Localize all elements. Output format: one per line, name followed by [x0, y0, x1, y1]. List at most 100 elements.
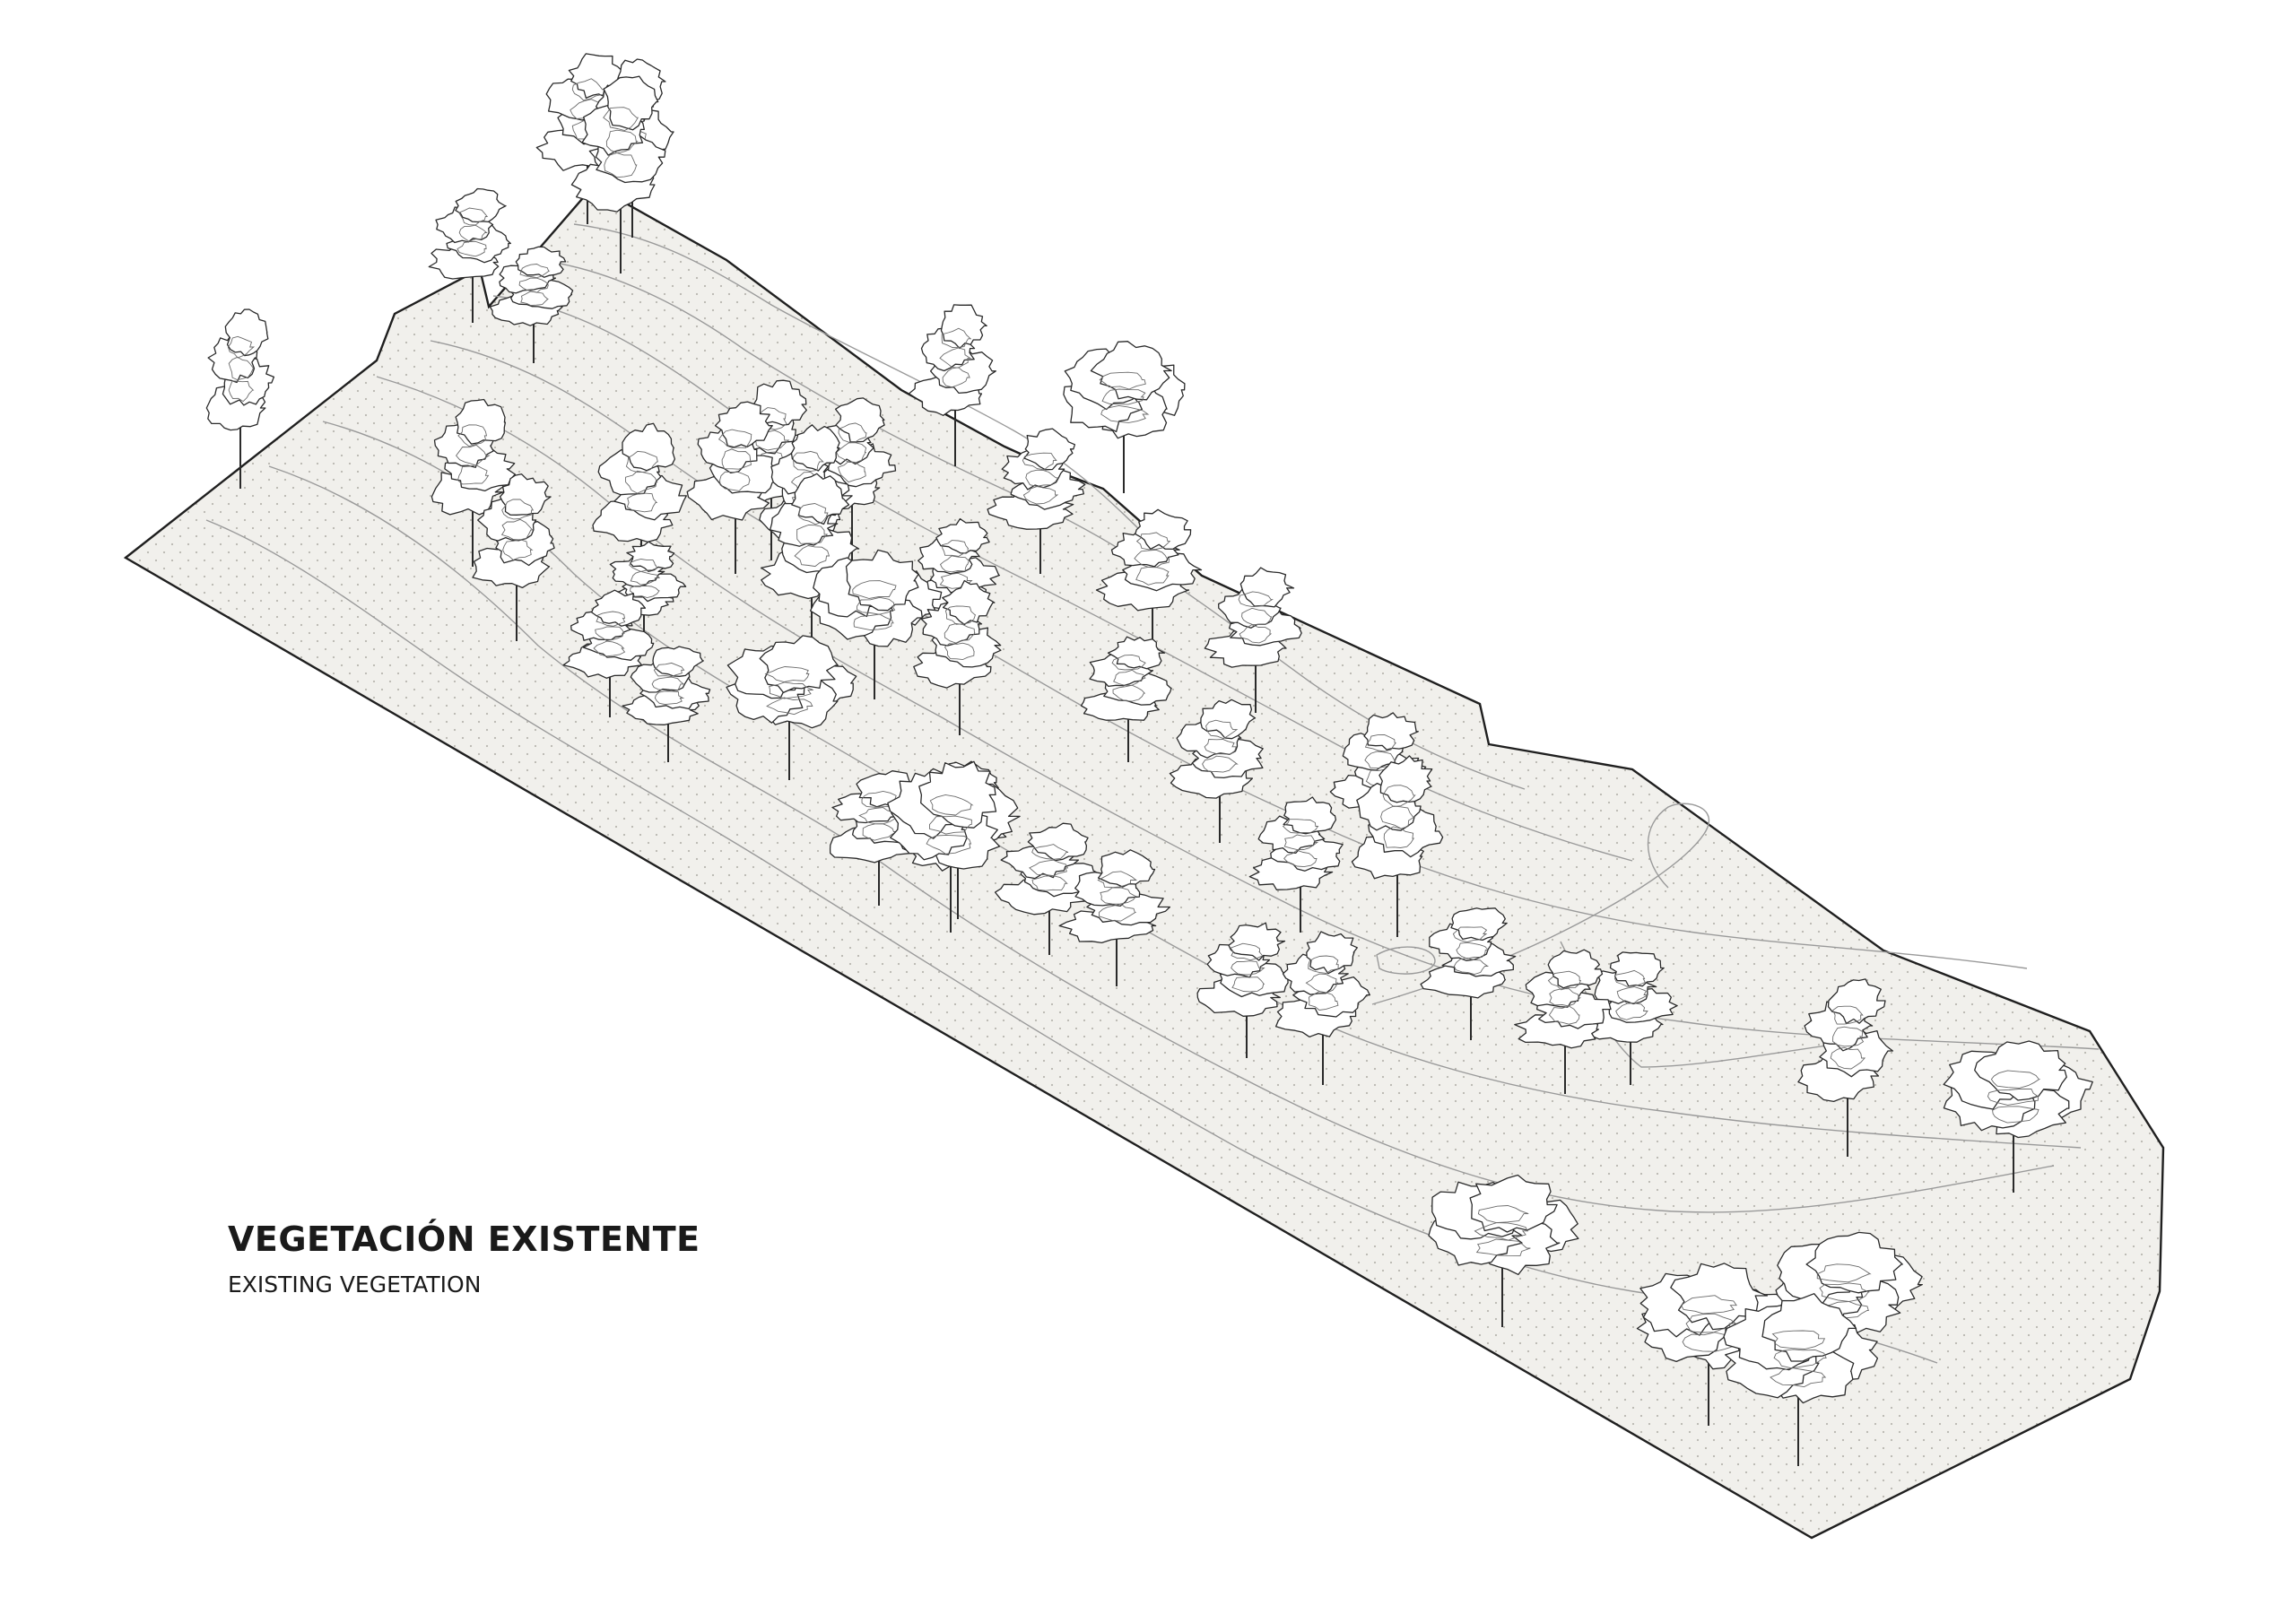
tree-leaf-detail — [1616, 986, 1648, 1004]
tree-leaf-detail — [766, 697, 813, 716]
slender-tree-icon — [1797, 978, 1894, 1157]
slender-tree-icon — [489, 246, 574, 363]
tree-canopy — [1761, 1293, 1857, 1362]
tree-leaf-detail — [1308, 955, 1339, 974]
tree-leaf-detail — [630, 585, 660, 598]
tree-leaf-detail — [929, 794, 974, 816]
tree-leaf-detail — [1097, 871, 1137, 889]
tree-leaf-detail — [1364, 734, 1397, 752]
title-block: VEGETACIÓN EXISTENTE EXISTING VEGETATION — [228, 1219, 700, 1298]
tree-leaf-detail — [942, 540, 970, 557]
tree-leaf-detail — [1231, 976, 1265, 993]
tree-leaf-detail — [458, 207, 489, 226]
tree-leaf-detail — [1308, 991, 1339, 1011]
tree-leaf-detail — [1113, 669, 1146, 686]
tree-leaf-detail — [629, 559, 658, 572]
slender-tree-icon — [1204, 567, 1302, 713]
tree-canopy — [1306, 931, 1358, 975]
tree-canopy — [714, 401, 773, 448]
tree-leaf-detail — [944, 622, 976, 644]
slender-tree-icon — [428, 187, 511, 323]
tree-leaf-detail — [227, 335, 256, 359]
tree-leaf-detail — [625, 470, 658, 494]
tree-leaf-detail — [798, 503, 829, 525]
tree-leaf-detail — [1816, 1263, 1872, 1283]
slender-tree-icon — [1196, 922, 1295, 1058]
tree-leaf-detail — [457, 424, 488, 447]
tree-leaf-detail — [861, 790, 899, 808]
tree-leaf-detail — [852, 580, 897, 599]
tree-canopy — [834, 397, 885, 443]
tree-leaf-detail — [1202, 755, 1239, 773]
tree-leaf-detail — [596, 611, 626, 627]
tree-leaf-detail — [1100, 887, 1137, 905]
tree-leaf-detail — [1380, 805, 1416, 829]
slender-tree-icon — [686, 401, 781, 574]
tree-leaf-detail — [1031, 844, 1069, 860]
slender-tree-icon — [622, 646, 711, 762]
tree-leaf-detail — [605, 129, 639, 154]
tree-leaf-detail — [838, 422, 867, 443]
tree-leaf-detail — [944, 642, 975, 661]
tree-leaf-detail — [1100, 404, 1150, 423]
slender-tree-icon — [1514, 949, 1612, 1094]
slender-tree-icon — [205, 308, 275, 489]
tree-canopy — [626, 541, 675, 572]
tree-leaf-detail — [1452, 926, 1488, 943]
tree-leaf-detail — [1992, 1106, 2039, 1124]
tree-canopy — [603, 75, 659, 131]
tree-canopy — [1107, 636, 1166, 670]
tree-leaf-detail — [457, 464, 490, 485]
tree-leaf-detail — [1685, 1313, 1737, 1333]
slender-tree-icon — [1248, 796, 1344, 933]
tree-leaf-detail — [1025, 469, 1059, 487]
tree-leaf-detail — [719, 471, 751, 491]
tree-leaf-detail — [501, 499, 535, 520]
tree-leaf-detail — [1239, 624, 1273, 644]
tree-leaf-detail — [764, 666, 810, 682]
tree-leaf-detail — [1987, 1088, 2039, 1106]
tree-canopy — [790, 424, 840, 472]
tree-leaf-detail — [1475, 1238, 1531, 1256]
tree-leaf-detail — [1134, 549, 1170, 568]
tree-leaf-detail — [1830, 1046, 1866, 1070]
slender-tree-icon — [908, 304, 996, 466]
tree-leaf-detail — [1477, 1205, 1529, 1224]
tree-leaf-detail — [926, 834, 972, 855]
slender-tree-icon — [472, 473, 555, 641]
tree-leaf-detail — [1283, 849, 1318, 868]
tree-canopy — [499, 473, 552, 516]
tree-leaf-detail — [520, 291, 549, 307]
slender-tree-icon — [1058, 849, 1171, 986]
tree-canopy — [1827, 978, 1886, 1025]
tree-canopy — [1097, 849, 1156, 888]
tree-leaf-detail — [836, 442, 867, 464]
tree-canopy — [1450, 907, 1508, 942]
tree-canopy — [1609, 951, 1665, 987]
tree-leaf-detail — [1680, 1295, 1737, 1315]
tree-leaf-detail — [1241, 607, 1273, 625]
tree-canopy — [652, 646, 704, 677]
tree-leaf-detail — [1112, 684, 1146, 702]
tree-leaf-detail — [1029, 859, 1069, 877]
tree-canopy — [1228, 922, 1286, 961]
slender-tree-icon — [987, 428, 1086, 574]
deciduous-tree-icon — [1428, 1174, 1579, 1327]
tree-leaf-detail — [653, 662, 685, 677]
deciduous-tree-icon — [726, 635, 857, 780]
tree-leaf-detail — [1135, 532, 1171, 551]
tree-leaf-detail — [1474, 1222, 1529, 1241]
tree-leaf-detail — [651, 676, 685, 692]
tree-leaf-detail — [721, 448, 752, 470]
tree-leaf-detail — [1615, 1002, 1648, 1020]
tree-leaf-detail — [458, 224, 488, 242]
tree-canopy — [1363, 712, 1419, 751]
tree-leaf-detail — [1770, 1367, 1827, 1388]
tree-leaf-detail — [1547, 970, 1582, 991]
tree-leaf-detail — [571, 78, 605, 101]
tree-canopy — [1974, 1040, 2067, 1101]
drawing-title: VEGETACIÓN EXISTENTE — [228, 1219, 700, 1259]
tree-leaf-detail — [603, 107, 639, 131]
tree-leaf-detail — [519, 264, 551, 279]
